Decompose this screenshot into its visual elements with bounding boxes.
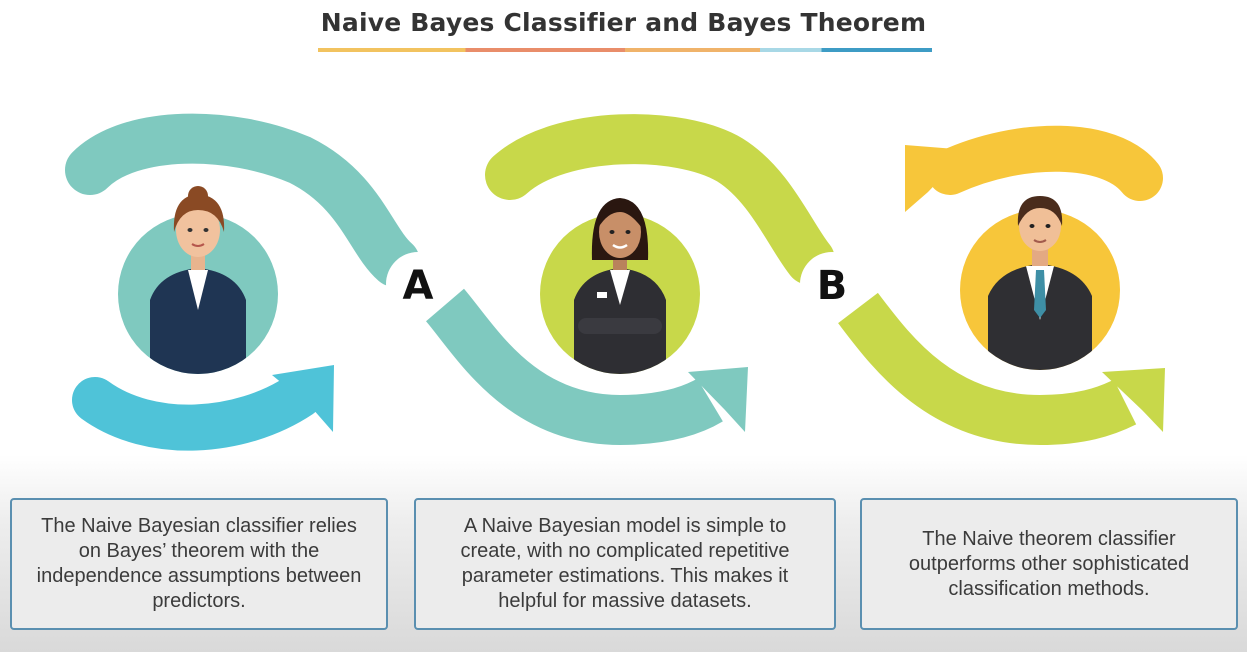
- teal-wave-band-lower: [425, 288, 723, 446]
- info-box-1-text: The Naive Bayesian classifier relies on …: [36, 515, 362, 612]
- page-title: Naive Bayes Classifier and Bayes Theorem: [320, 8, 927, 37]
- woman-avatar-icon: [540, 198, 700, 374]
- info-box-2: A Naive Bayesian model is simple to crea…: [414, 498, 836, 630]
- yellow-arrowhead-icon: [905, 145, 968, 212]
- info-box-1: The Naive Bayesian classifier relies on …: [10, 498, 388, 630]
- cyan-arrow-band: [72, 372, 323, 451]
- info-box-3-text: The Naive theorem classifier outperforms…: [908, 527, 1190, 600]
- step-b-label: B: [817, 263, 848, 309]
- woman-avatar-icon: [118, 186, 278, 374]
- info-box-3: The Naive theorem classifier outperforms…: [860, 498, 1238, 630]
- man-avatar-icon: [960, 196, 1120, 370]
- step-a-marker: [386, 252, 450, 316]
- step-a-label: A: [403, 263, 434, 309]
- lime-arrowhead-icon: [1102, 368, 1165, 432]
- yellow-arrow-band: [927, 125, 1163, 201]
- lime-wave-band-lower: [838, 292, 1137, 446]
- cyan-arrowhead-icon: [272, 365, 334, 432]
- title-underline: [318, 48, 932, 52]
- info-box-2-text: A Naive Bayesian model is simple to crea…: [460, 515, 790, 612]
- teal-wave-band: [65, 113, 420, 287]
- step-b-marker: [800, 252, 864, 316]
- lime-wave-band: [485, 114, 835, 285]
- teal-arrowhead-icon: [688, 367, 748, 432]
- flow-diagram: A B: [65, 113, 1165, 451]
